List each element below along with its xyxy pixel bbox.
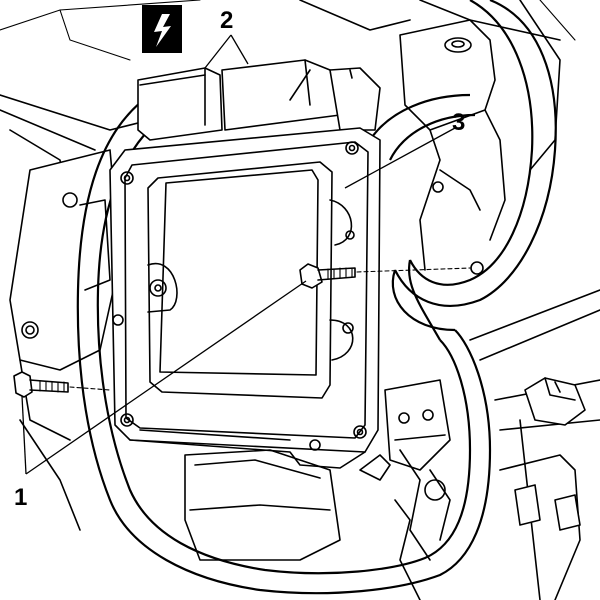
callout-2: 2 <box>220 7 233 34</box>
wiring-harness <box>76 0 557 595</box>
ecu-control-unit <box>109 127 381 469</box>
ecu-connectors <box>137 59 381 141</box>
mounting-bolt-left <box>13 371 111 398</box>
callout-3: 3 <box>452 109 465 136</box>
lightning-bolt-icon <box>142 5 182 53</box>
callout-leaders <box>21 34 456 475</box>
callout-1: 1 <box>14 484 27 511</box>
